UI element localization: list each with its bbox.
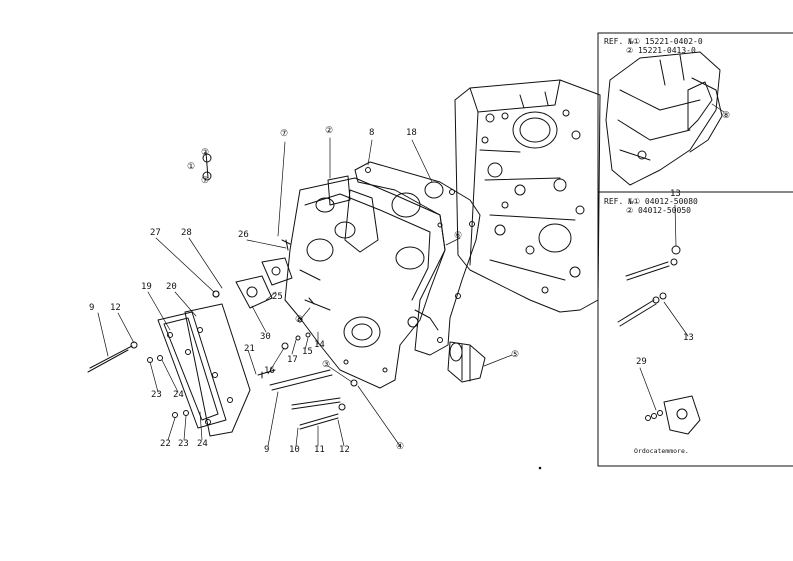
- inset-frames: [597, 32, 793, 467]
- oil-filter: [447, 341, 486, 383]
- callout-21: 21: [244, 344, 255, 354]
- callout-24-lower: 24: [197, 439, 208, 449]
- callout-2: ②: [325, 126, 334, 136]
- callout-23-upper: 23: [151, 390, 162, 400]
- callout-20: 20: [166, 282, 177, 292]
- engine-block: [454, 79, 601, 313]
- callout-11: 11: [314, 445, 325, 455]
- callout-4: ④: [396, 442, 405, 452]
- callout-12-left: 12: [110, 303, 121, 313]
- inset-mid-ref-2: ② 04012-50050: [626, 206, 691, 215]
- front-cover-gasket: [157, 303, 251, 437]
- speck: [538, 466, 542, 470]
- callout-1: ①: [187, 162, 196, 172]
- callout-9-left: 9: [89, 303, 95, 313]
- callout-14: 14: [314, 340, 325, 350]
- callout-8-inset: ⑧: [722, 111, 731, 121]
- callout-10: 10: [289, 445, 300, 455]
- callout-5: ⑤: [511, 350, 520, 360]
- callout-8: 8: [369, 128, 375, 138]
- inset-mid-ref-1: REF. №① 04012-50080: [604, 197, 698, 206]
- callout-13-inset-upper: 13: [670, 189, 681, 199]
- inset-top-ref-1: REF. №① 15221-0402-0: [604, 37, 703, 46]
- callout-15: 15: [302, 347, 313, 357]
- callout-24-upper: 24: [173, 390, 184, 400]
- callout-16: 16: [264, 366, 275, 376]
- callout-29: 29: [636, 357, 647, 367]
- callout-3-lower: ③: [322, 360, 331, 370]
- inset-text: REF. №① 15221-0402-0 ② 15221-0413-0 REF.…: [604, 37, 703, 455]
- callout-6: ⑥: [454, 231, 463, 241]
- callout-27: 27: [150, 228, 161, 238]
- callout-7: ⑦: [280, 129, 289, 139]
- callout-19: 19: [141, 282, 152, 292]
- bolts: [87, 151, 358, 430]
- callout-23-lower: 23: [178, 439, 189, 449]
- callout-13-inset-lower: 13: [683, 333, 694, 343]
- inset-mid-caption: Ordocatemmore.: [634, 447, 689, 455]
- callout-22: 22: [160, 439, 171, 449]
- callout-3-upper: ③: [295, 315, 304, 325]
- leader-lines: [97, 137, 513, 447]
- o-ring-18: [424, 181, 444, 199]
- callout-25: 25: [272, 292, 283, 302]
- callout-7-small: ⑦: [201, 176, 210, 186]
- callout-9-bottom: 9: [264, 445, 270, 455]
- inset-mid-drawing: [617, 204, 689, 337]
- inset-low-drawing: [639, 367, 701, 435]
- callout-18: 18: [406, 128, 417, 138]
- callout-12-bottom: 12: [339, 445, 350, 455]
- callout-26: 26: [238, 230, 249, 240]
- callout-17: 17: [287, 355, 298, 365]
- gear-case: [284, 175, 446, 389]
- gasket-8: [354, 161, 481, 356]
- inset-top-drawing: [605, 51, 725, 186]
- inset-top-ref-2: ② 15221-0413-0: [626, 46, 696, 55]
- callout-28: 28: [181, 228, 192, 238]
- callout-30: 30: [260, 332, 271, 342]
- callout-2-small: ②: [201, 148, 210, 158]
